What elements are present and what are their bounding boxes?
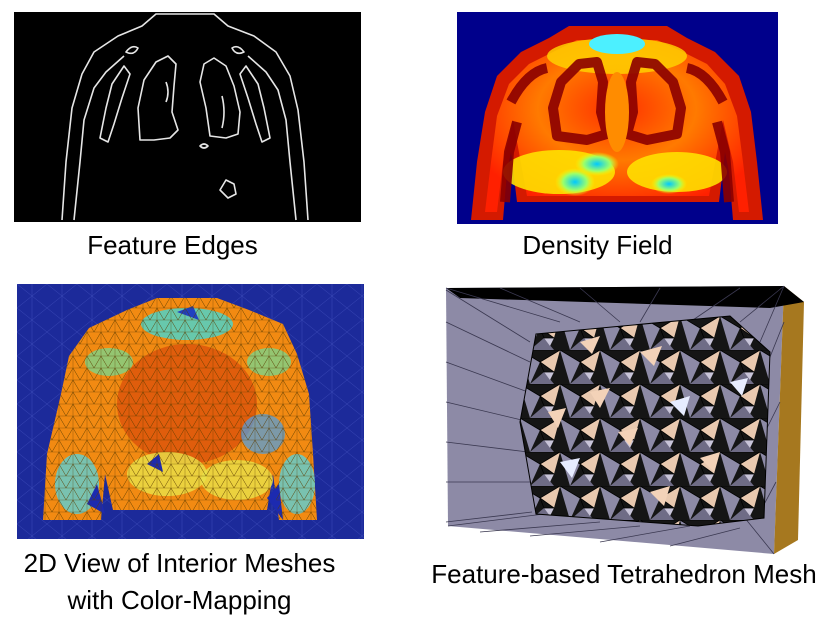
interior-mesh-panel [17,284,364,539]
interior-mesh-caption-line2: with Color-Mapping [67,585,292,615]
tetrahedron-mesh-panel [440,282,804,556]
density-field-image [457,12,778,224]
density-field-panel [457,12,778,224]
interior-mesh-image [17,284,364,539]
feature-edges-panel [14,12,361,222]
feature-edges-image [14,12,361,222]
tetrahedron-mesh-image [445,285,804,555]
tetrahedron-mesh-caption: Feature-based Tetrahedron Mesh [431,559,817,589]
feature-edges-caption: Feature Edges [87,230,258,260]
density-field-caption: Density Field [522,230,673,260]
interior-mesh-caption-line1: 2D View of Interior Meshes [23,548,336,578]
